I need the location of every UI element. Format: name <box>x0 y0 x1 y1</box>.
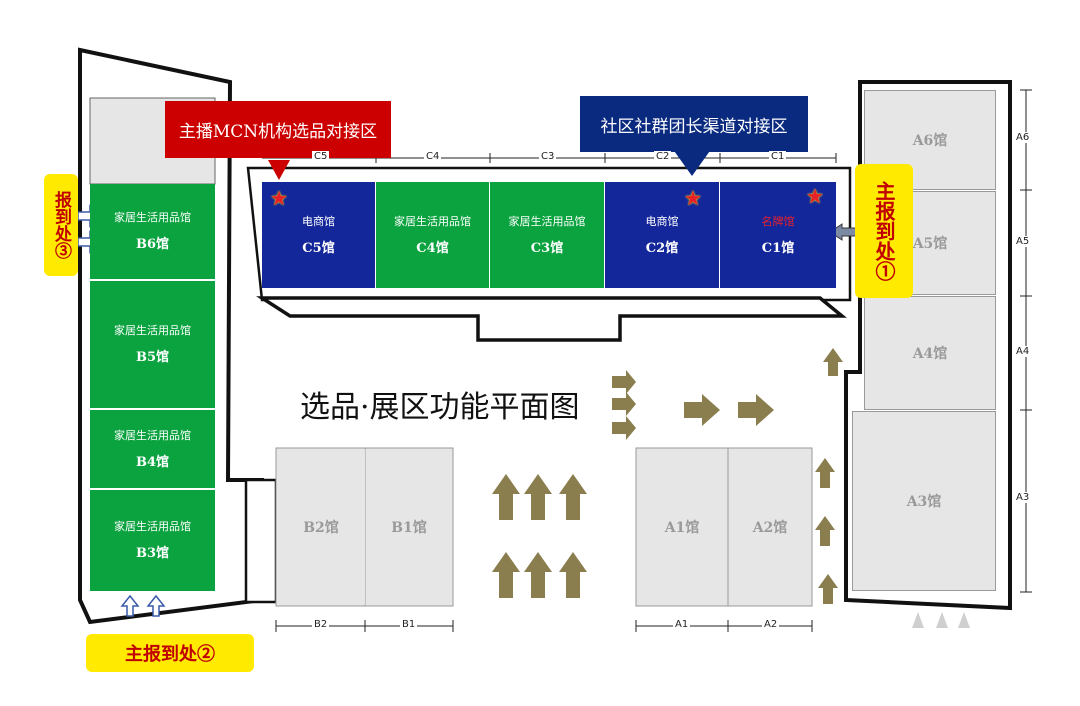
star-icon: ★ <box>270 186 288 210</box>
right-arrows-group <box>612 370 774 440</box>
hall-c2-type: 电商馆 <box>645 214 679 228</box>
hall-b4-name: B4馆 <box>135 454 170 470</box>
small-up-arrows <box>912 612 970 628</box>
hall-a3-name: A3馆 <box>906 494 942 510</box>
hall-c2[interactable]: 电商馆 C2馆 <box>605 182 720 288</box>
hall-c2-name: C2馆 <box>645 240 679 256</box>
hall-c1-type: 名牌馆 <box>761 214 795 228</box>
hall-b1-name: B1馆 <box>391 520 427 536</box>
hall-b5-type: 家居生活用品馆 <box>114 324 191 337</box>
hall-b5-name: B5馆 <box>135 350 170 365</box>
page-title: 选品·展区功能平面图 <box>300 390 580 425</box>
hall-c1-name: C1馆 <box>761 240 795 256</box>
hall-c1[interactable]: 名牌馆 C1馆 <box>720 182 836 288</box>
hall-c4-name: C4馆 <box>416 240 449 256</box>
star-icon: ★ <box>806 184 824 208</box>
hall-a4[interactable]: A4馆 <box>864 296 996 410</box>
hall-a2[interactable]: A2馆 <box>729 449 811 605</box>
star-icon: ★ <box>684 186 702 210</box>
hall-b5[interactable]: 家居生活用品馆 B5馆 <box>90 281 215 409</box>
hall-b3-name: B3馆 <box>135 546 170 561</box>
dim-label-c3: C3 <box>539 151 557 162</box>
hall-c5-name: C5馆 <box>302 240 335 256</box>
checkpoint-main-2[interactable]: 主报到处② <box>86 634 254 672</box>
hall-b6-name: B6馆 <box>135 237 170 252</box>
community-callout: 社区社群团长渠道对接区 <box>580 96 808 152</box>
hall-b2-name: B2馆 <box>303 520 339 536</box>
hall-c5[interactable]: 电商馆 C5馆 <box>262 182 376 288</box>
hall-b3-type: 家居生活用品馆 <box>114 520 191 533</box>
dim-label-a6: A6 <box>1016 132 1030 143</box>
dim-label-b1: B1 <box>400 619 418 630</box>
dim-label-b2: B2 <box>312 619 330 630</box>
hall-b4[interactable]: 家居生活用品馆 B4馆 <box>90 410 215 489</box>
hall-b3[interactable]: 家居生活用品馆 B3馆 <box>90 490 215 591</box>
dim-label-c1: C1 <box>769 151 787 162</box>
hall-b4-type: 家居生活用品馆 <box>114 428 191 442</box>
dim-label-c5: C5 <box>312 151 330 162</box>
hall-a3[interactable]: A3馆 <box>852 411 996 591</box>
mcn-callout: 主播MCN机构选品对接区 <box>165 101 391 158</box>
c-row-underside <box>256 296 847 342</box>
dim-label-a3: A3 <box>1016 492 1030 503</box>
hall-b2[interactable]: B2馆 <box>277 449 365 605</box>
hall-c4-type: 家居生活用品馆 <box>394 214 471 228</box>
hall-a2-name: A2馆 <box>752 520 788 536</box>
connector-structure <box>244 478 278 604</box>
dim-label-a5: A5 <box>1016 236 1030 247</box>
checkpoint-3[interactable]: 报到处③ <box>44 174 78 276</box>
dim-label-a4: A4 <box>1016 346 1030 357</box>
hall-b6[interactable]: 家居生活用品馆 B6馆 <box>90 184 215 280</box>
hall-b1[interactable]: B1馆 <box>366 449 452 605</box>
mcn-pointer <box>268 160 290 180</box>
dim-label-c4: C4 <box>424 151 442 162</box>
hall-c4[interactable]: 家居生活用品馆 C4馆 <box>376 182 490 288</box>
community-pointer <box>672 148 712 176</box>
hall-a4-name: A4馆 <box>912 346 948 362</box>
hall-a5-name: A5馆 <box>912 236 948 252</box>
dim-label-a2: A2 <box>762 619 780 630</box>
hall-a6-name: A6馆 <box>912 133 948 149</box>
checkpoint-main-1[interactable]: 主报到处① <box>855 164 913 298</box>
hall-c3-name: C3馆 <box>530 240 564 256</box>
hall-b6-type: 家居生活用品馆 <box>114 211 191 224</box>
hall-a1[interactable]: A1馆 <box>637 449 727 605</box>
hall-c3[interactable]: 家居生活用品馆 C3馆 <box>490 182 605 288</box>
up-arrows-group <box>492 348 843 604</box>
hall-c5-type: 电商馆 <box>302 214 335 228</box>
hall-c3-type: 家居生活用品馆 <box>508 214 586 228</box>
dim-label-a1: A1 <box>673 619 691 630</box>
hall-a1-name: A1馆 <box>664 520 700 536</box>
dim-label-c2: C2 <box>654 151 672 162</box>
